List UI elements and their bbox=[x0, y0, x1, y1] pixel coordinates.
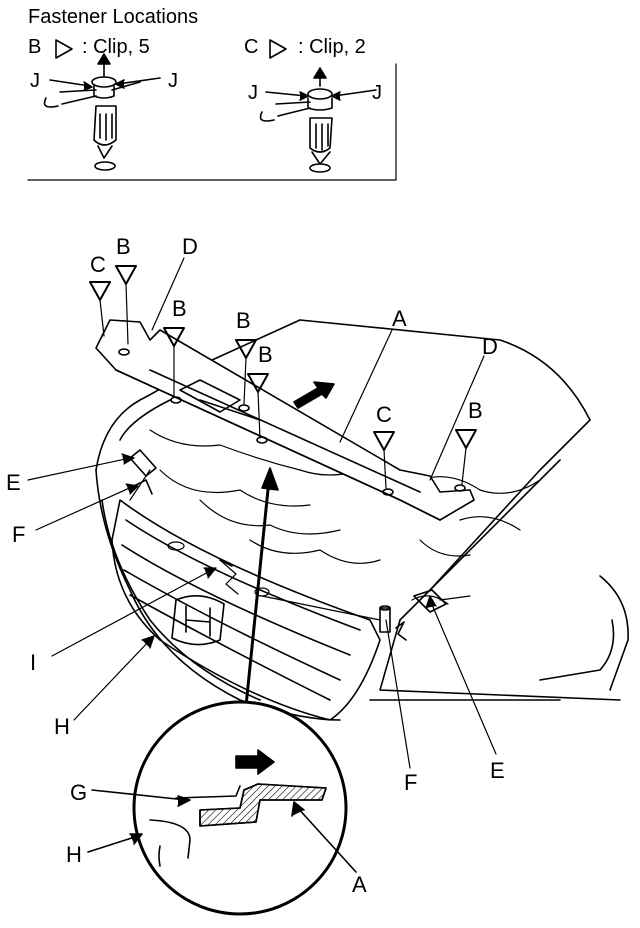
engine-bay bbox=[129, 429, 541, 621]
legend-c-text: : Clip, 2 bbox=[298, 36, 366, 58]
callout-a-top: A bbox=[392, 306, 407, 331]
fastener-markers bbox=[89, 265, 477, 451]
callout-b-mid-2: B bbox=[236, 308, 251, 333]
slide-direction-arrow-icon bbox=[293, 381, 335, 409]
callout-a-detail: A bbox=[352, 872, 367, 897]
clip-c-removal-icon bbox=[259, 67, 377, 173]
j-label-right-2: J bbox=[372, 82, 382, 104]
j-label-right-1: J bbox=[168, 70, 178, 92]
mounting-pins bbox=[129, 449, 447, 641]
detail-slide-arrow-icon bbox=[235, 749, 275, 775]
legend-b-text: : Clip, 5 bbox=[82, 36, 150, 58]
clip-c-triangle-icon bbox=[269, 39, 287, 59]
callout-h-main: H bbox=[54, 714, 70, 739]
marker-c-left-icon bbox=[89, 281, 111, 301]
cover-panel-a bbox=[95, 319, 475, 521]
callout-e-left: E bbox=[6, 470, 21, 495]
callout-h-detail: H bbox=[66, 842, 82, 867]
clip-b-removal-icon bbox=[43, 53, 161, 171]
marker-c-right-icon bbox=[373, 431, 395, 451]
j-label-left-2: J bbox=[248, 82, 258, 104]
diagram-title: Fastener Locations bbox=[28, 6, 199, 28]
callout-g: G bbox=[70, 780, 88, 805]
marker-b-mid-3-icon bbox=[247, 373, 269, 393]
marker-b-mid-1-icon bbox=[163, 327, 185, 347]
leader-lines bbox=[27, 257, 497, 769]
legend-c-letter: C bbox=[244, 36, 259, 58]
callout-i: I bbox=[30, 650, 37, 675]
detail-circle bbox=[87, 700, 357, 916]
clip-b-triangle-icon bbox=[55, 39, 73, 59]
callout-c-left: C bbox=[90, 252, 106, 277]
callout-b-mid-1: B bbox=[172, 296, 187, 321]
legend-b-letter: B bbox=[28, 36, 42, 58]
callout-e-bottom: E bbox=[490, 758, 505, 783]
callout-b-right: B bbox=[468, 398, 483, 423]
marker-b-mid-2-icon bbox=[235, 339, 257, 359]
callout-b-mid-3: B bbox=[258, 342, 273, 367]
front-grille bbox=[111, 499, 381, 721]
marker-b-right-icon bbox=[455, 429, 477, 449]
callout-d-right: D bbox=[482, 334, 498, 359]
callout-b-left: B bbox=[116, 234, 131, 259]
honda-emblem-icon bbox=[171, 595, 225, 646]
detail-leader bbox=[244, 467, 279, 708]
marker-b-left-icon bbox=[115, 265, 137, 285]
callout-f-bottom: F bbox=[404, 770, 418, 795]
callout-f-left: F bbox=[12, 522, 26, 547]
fastener-legend-box bbox=[27, 39, 397, 181]
callout-d-left: D bbox=[182, 234, 198, 259]
callout-c-right: C bbox=[376, 402, 392, 427]
j-label-left-1: J bbox=[30, 70, 40, 92]
